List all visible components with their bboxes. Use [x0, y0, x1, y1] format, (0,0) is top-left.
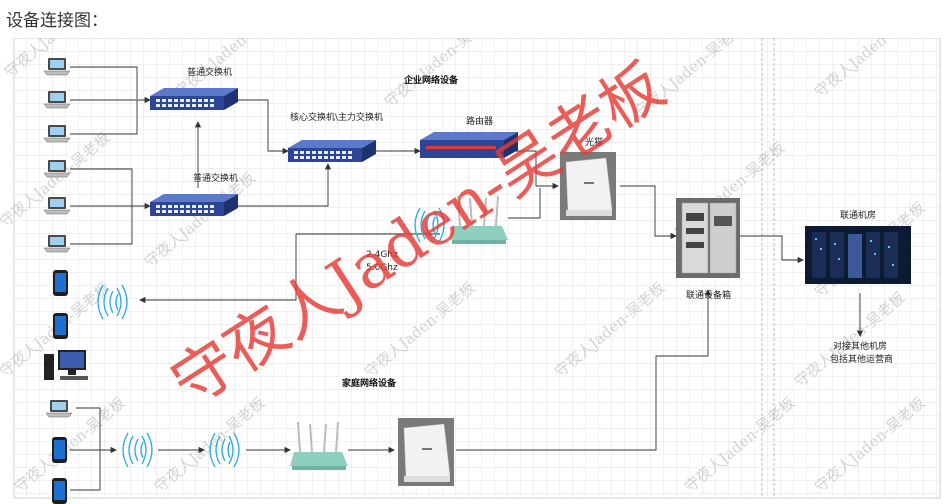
switch-icon: [150, 194, 238, 216]
home-label: 家庭网络设备: [342, 377, 397, 389]
phone-icon: [53, 313, 68, 339]
unicom-room-label: 联通机房: [840, 209, 876, 221]
switch-2-label: 普通交换机: [193, 172, 238, 184]
phone-icon: [53, 270, 68, 296]
unicom-box-label: 联通设备箱: [686, 289, 731, 301]
enterprise-label: 企业网络设备: [403, 74, 459, 86]
other-carriers-label: 包括其他运营商: [830, 353, 893, 365]
cabinet-icon: [676, 198, 740, 278]
freq-24-label: 2.4Ghz: [366, 250, 398, 260]
page-title: 设备连接图：: [6, 11, 108, 31]
phone-icon: [52, 437, 67, 463]
modem-label: 光猫: [585, 136, 603, 148]
other-rooms-label: 对接其他机房: [833, 340, 887, 352]
router-icon: [420, 132, 518, 158]
server-room-icon: [805, 226, 911, 284]
desktop-icon: [44, 350, 88, 380]
freq-50-label: 5.0Ghz: [366, 263, 398, 273]
switch-1-label: 普通交换机: [187, 66, 232, 78]
grid-background: [14, 38, 940, 498]
router-label: 路由器: [466, 115, 493, 127]
core-switch-icon: [288, 140, 376, 162]
switch-icon: [150, 88, 238, 110]
phone-icon: [52, 478, 67, 504]
network-diagram: 守夜人Jaden-吴老板 守夜人Jaden-吴老板 守夜人Jaden-吴老板 守…: [0, 38, 941, 504]
modem-icon: [397, 417, 455, 487]
core-switch-label: 核心交换机\主力交换机: [290, 111, 383, 123]
